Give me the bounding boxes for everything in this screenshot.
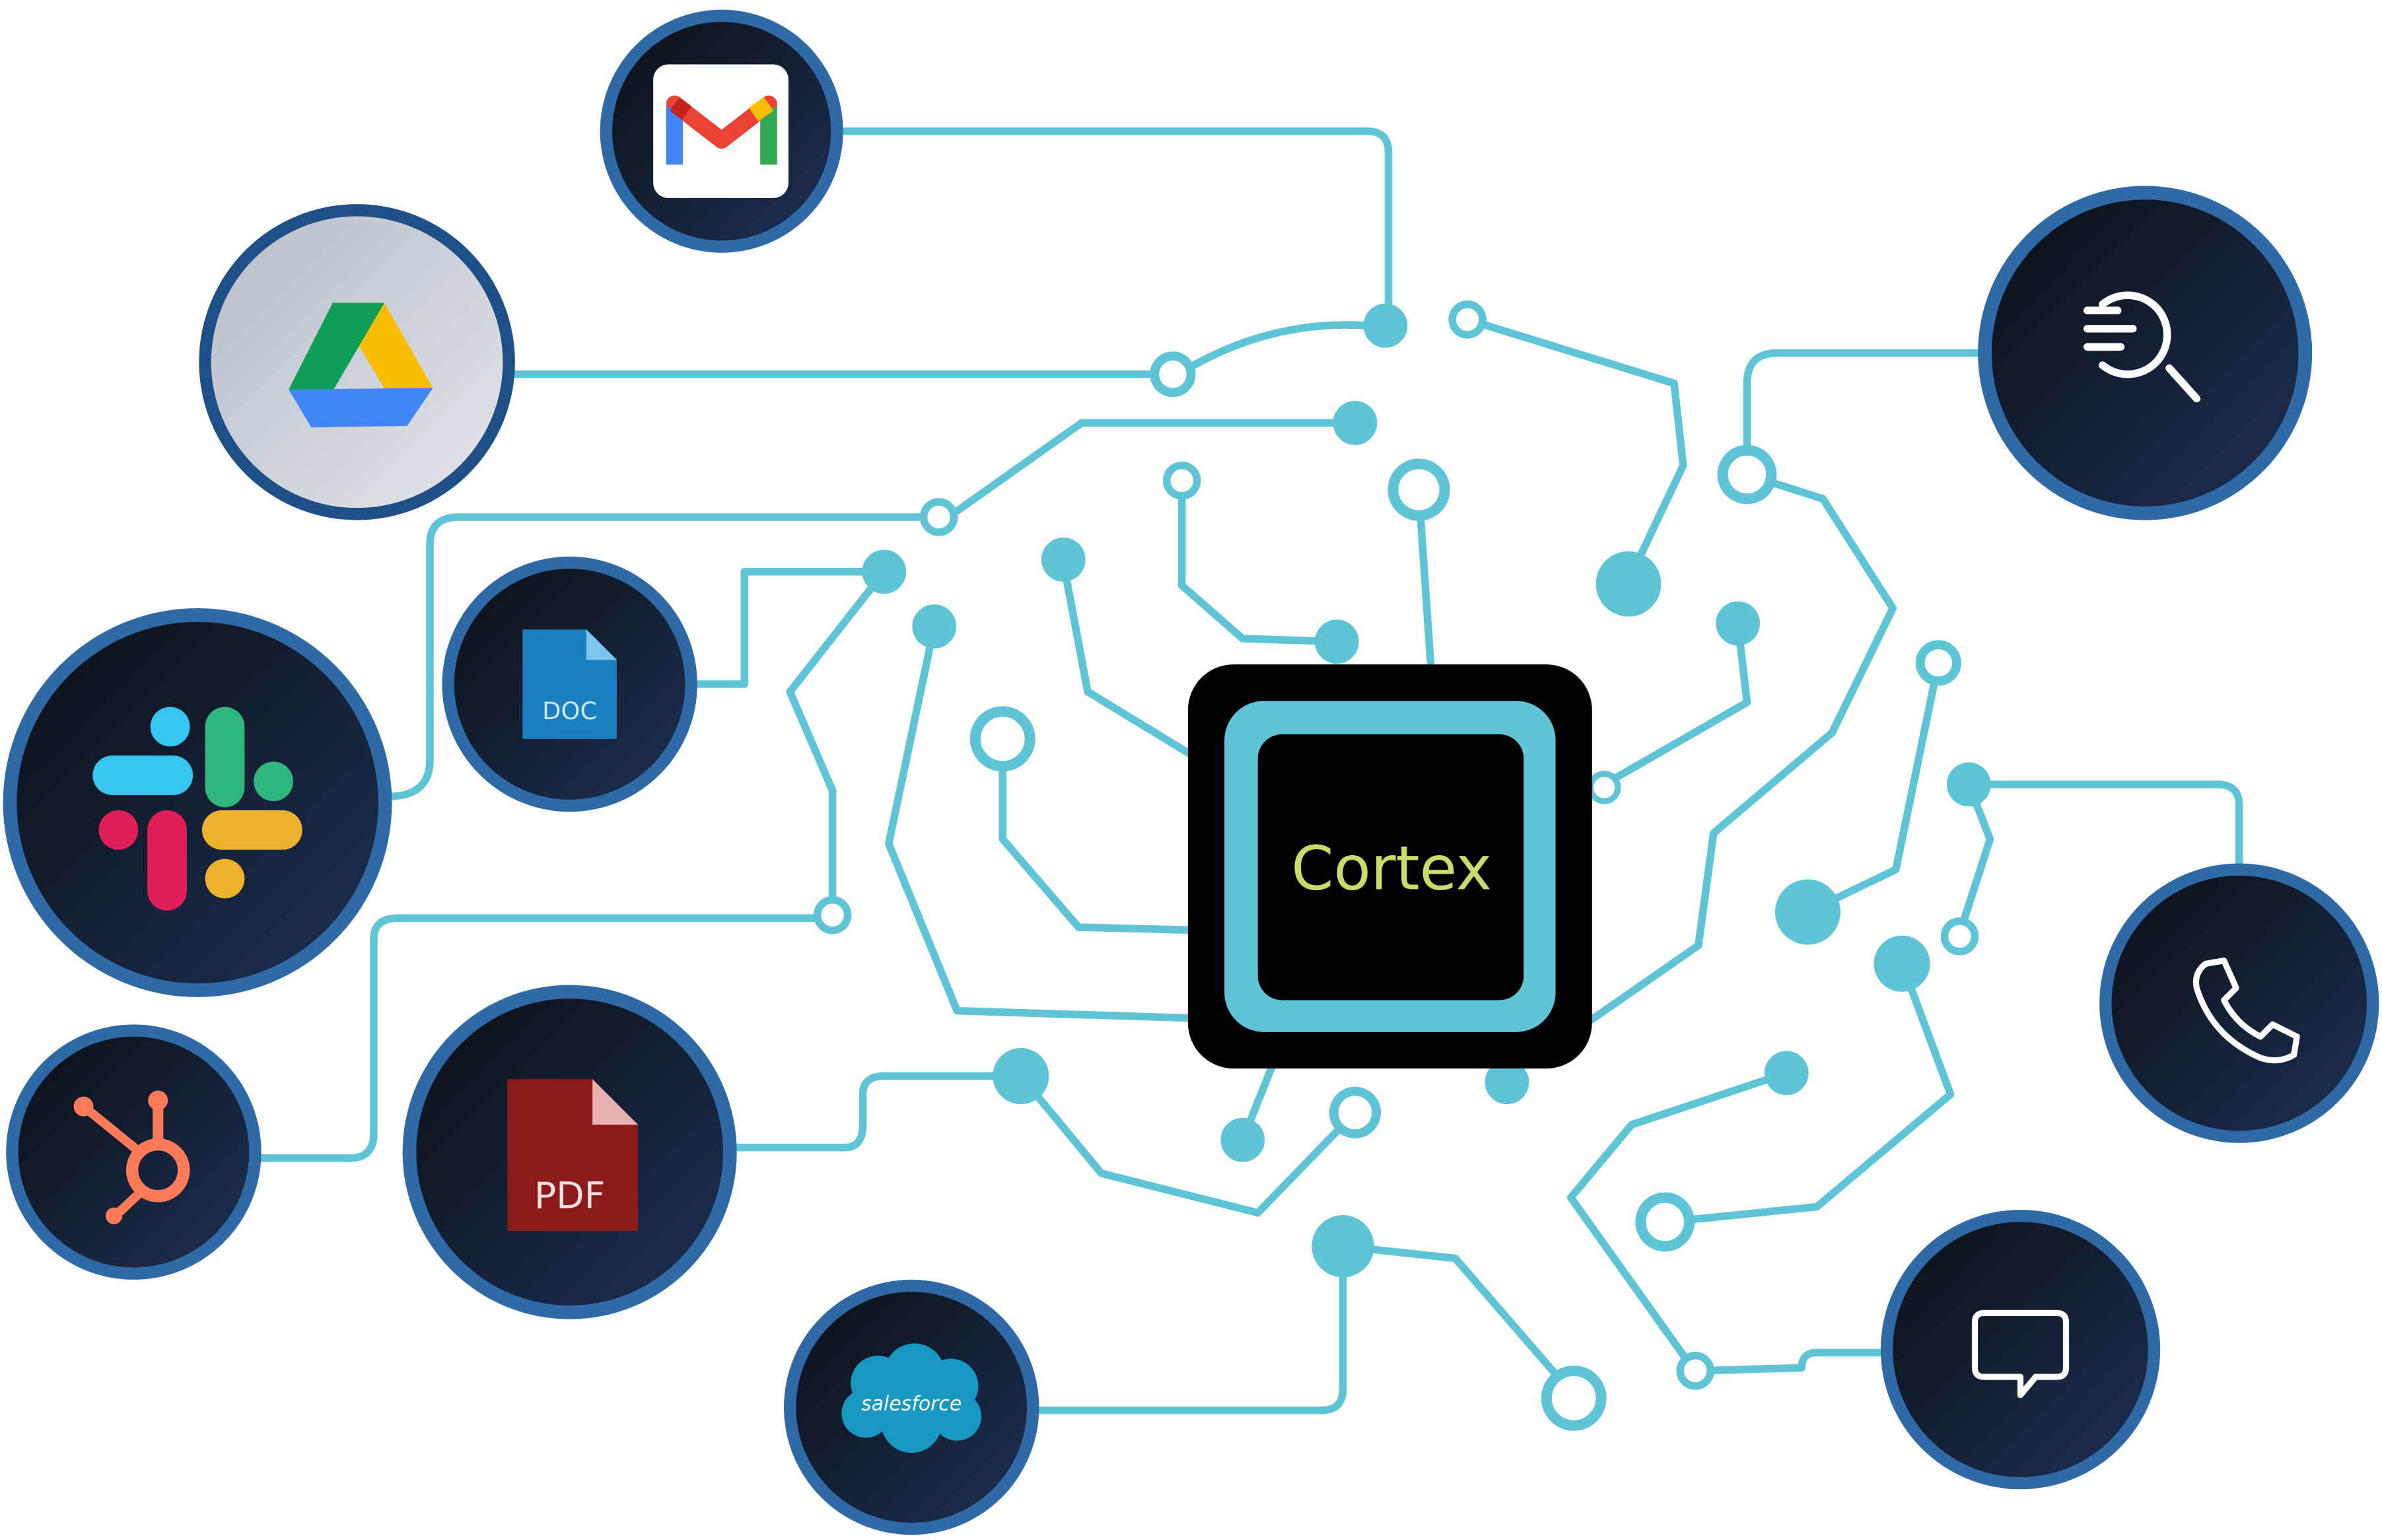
chip-core [1257, 734, 1524, 1000]
trace-search [1743, 349, 1986, 460]
chip-label: Cortex [1291, 833, 1492, 904]
junction-ring [1387, 458, 1450, 521]
trace-hubspot [254, 914, 827, 1162]
slack-icon [92, 707, 302, 911]
trace-right-3 [1585, 470, 1897, 1026]
junction-dot [1774, 879, 1840, 945]
hubspot-icon [73, 1090, 190, 1224]
junction-ring [1448, 300, 1487, 339]
junction-ring [1587, 771, 1621, 804]
trace-top-1 [1415, 489, 1435, 673]
pdf-file-icon: PDF [507, 1079, 639, 1232]
junction-ring [1329, 1086, 1382, 1138]
junction-dot [993, 1047, 1049, 1105]
trace-phone-2 [1955, 781, 1994, 938]
trace-right-1 [1463, 316, 1687, 585]
junction-dot [862, 549, 907, 594]
pdf-node[interactable]: PDF [402, 985, 737, 1319]
trace-chat [1695, 1348, 1891, 1375]
junction-dot [1041, 538, 1086, 582]
trace-sf-2 [1339, 1242, 1578, 1399]
trace-salesforce [1029, 1242, 1347, 1415]
junction-ring [1940, 917, 1979, 956]
cortex-chip: Cortex [1187, 664, 1592, 1069]
junction-ring [1676, 1352, 1714, 1390]
trace-doc-2 [786, 568, 888, 913]
trace-left-3 [1059, 559, 1205, 764]
google-drive-node[interactable] [199, 204, 515, 520]
junction-ring [1717, 444, 1777, 505]
junction-ring [1162, 462, 1201, 500]
trace-left-1 [884, 622, 1205, 1022]
junction-dot [1595, 551, 1662, 617]
junction-dot [1220, 1117, 1265, 1162]
gmail-icon [653, 64, 788, 198]
trace-right-5 [1664, 960, 1955, 1226]
search-list-icon [2083, 291, 2201, 403]
phone-icon [2192, 958, 2300, 1064]
salesforce-node[interactable]: salesforce [783, 1279, 1039, 1535]
junction-ring [969, 706, 1035, 772]
chat-bubble-icon [1971, 1310, 2070, 1399]
trace-right-6 [1566, 1069, 1791, 1372]
trace-doc [687, 568, 888, 688]
trace-right-2 [1600, 619, 1751, 788]
doc-label: DOC [542, 697, 597, 725]
junction-ring [1541, 1365, 1607, 1431]
junction-dot [912, 604, 957, 648]
trace-arc [1190, 321, 1372, 369]
trace-slack-2 [953, 419, 1356, 515]
trace-phone [1965, 781, 2243, 877]
doc-file-icon: DOC [522, 629, 617, 739]
circuit-nodes [862, 303, 1991, 1278]
junction-dot [1333, 401, 1378, 445]
trace-pdf-2 [1017, 1072, 1359, 1217]
junction-dot [1946, 762, 1991, 807]
junction-dot [1314, 619, 1359, 664]
pdf-label: PDF [534, 1175, 606, 1218]
doc-node[interactable]: DOC [442, 556, 697, 812]
trace-left-2 [998, 738, 1205, 934]
slack-node[interactable] [3, 608, 392, 997]
junction-ring [1635, 1192, 1695, 1252]
gmail-node[interactable] [600, 9, 843, 253]
junction-dot [1312, 1215, 1374, 1278]
salesforce-label: salesforce [861, 1393, 962, 1416]
search-node[interactable] [1978, 186, 2313, 520]
trace-left-4 [1177, 477, 1341, 646]
trace-slack [383, 513, 923, 801]
junction-ring [1915, 640, 1961, 686]
google-drive-icon [289, 302, 433, 428]
trace-right-4 [1804, 659, 1943, 916]
junction-ring [1150, 351, 1196, 398]
junction-dot [1363, 303, 1408, 348]
hubspot-node[interactable] [6, 1024, 262, 1280]
phone-node[interactable] [2099, 863, 2379, 1143]
junction-dot [1716, 601, 1760, 646]
junction-dot [1874, 935, 1930, 992]
junction-ring [813, 895, 852, 934]
trace-gmail [839, 127, 1393, 327]
junction-dot [1764, 1051, 1809, 1096]
circuit-rings [813, 300, 1979, 1431]
salesforce-icon: salesforce [841, 1343, 982, 1453]
circuit-traces [254, 127, 2243, 1415]
chat-node[interactable] [1880, 1209, 2161, 1490]
trace-pdf [732, 1072, 1025, 1152]
junction-ring [919, 498, 958, 536]
